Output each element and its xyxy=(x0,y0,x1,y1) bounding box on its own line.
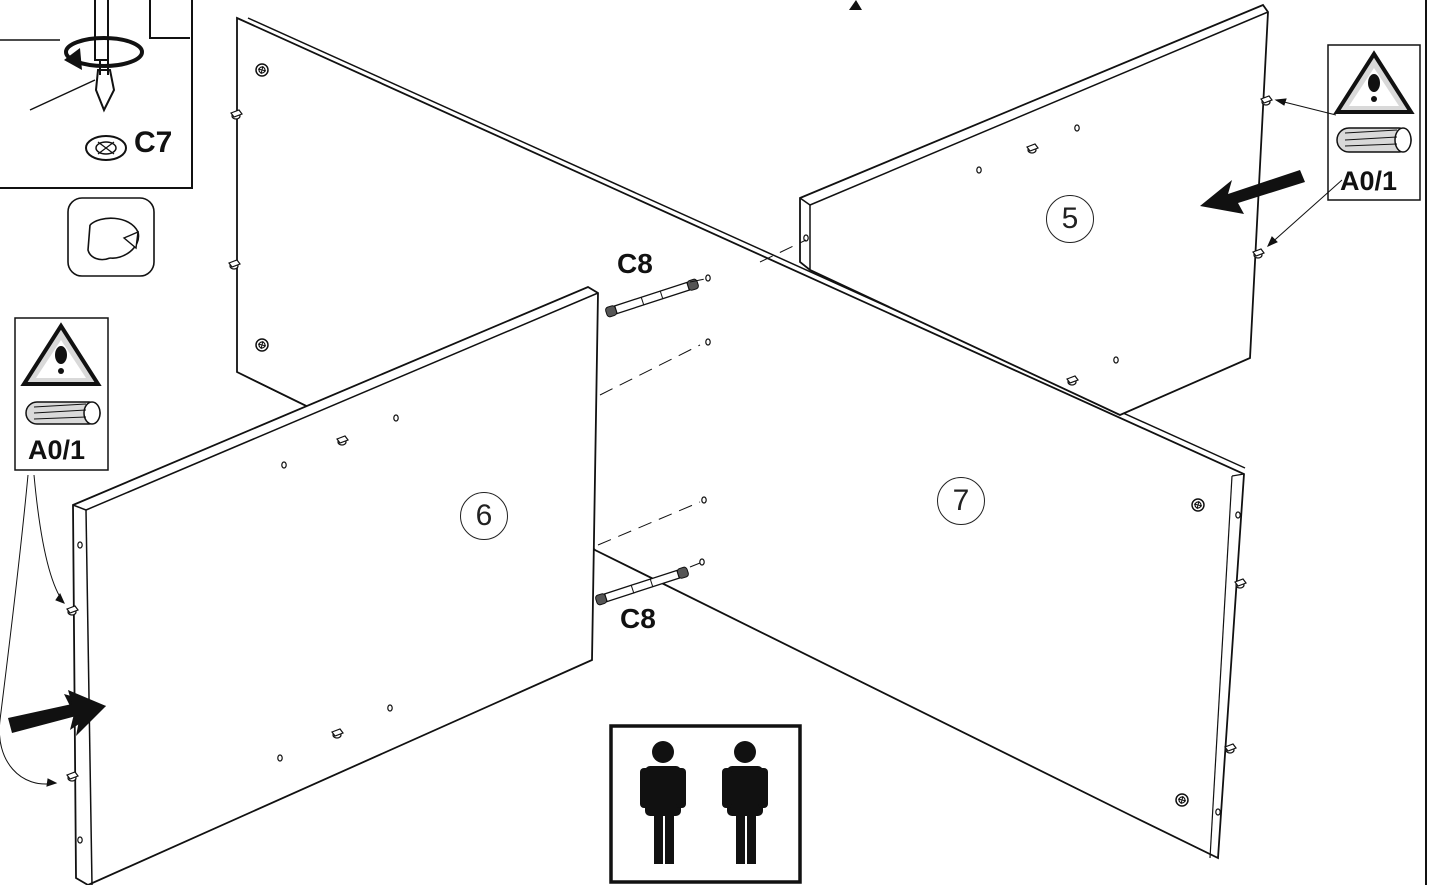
dowel-part-label-bottom: C8 xyxy=(620,603,656,634)
screwdriver-icon xyxy=(94,0,190,61)
warning-triangle-icon xyxy=(1333,50,1415,114)
dowel-part-label-top: C8 xyxy=(617,248,653,279)
push-arrow-right xyxy=(1200,170,1305,214)
arrow-marker-top xyxy=(849,0,862,10)
two-person-assembly-icon xyxy=(609,724,802,884)
warning-triangle-icon xyxy=(20,322,102,386)
panel-left-side xyxy=(72,285,599,885)
panel-number-5: 5 xyxy=(1046,195,1094,243)
alignment-lines xyxy=(597,239,807,568)
wooden-dowel-icon xyxy=(1336,127,1412,153)
wooden-dowel-icon xyxy=(25,401,101,425)
pin-part-label-right: A0/1 xyxy=(1340,166,1398,196)
warning-box-right xyxy=(1327,44,1421,201)
push-arrow-left xyxy=(8,690,106,736)
panel-right-side xyxy=(799,3,1269,416)
leader-lines xyxy=(0,98,1343,787)
warning-box-left xyxy=(14,317,109,471)
rotate-clockwise-icon xyxy=(67,197,155,277)
screwdriver-inset xyxy=(0,0,193,189)
screw-part-label: C7 xyxy=(134,126,173,159)
panel-number-7: 7 xyxy=(937,477,985,525)
cam-lock-icon xyxy=(85,135,127,161)
pin-part-label-left: A0/1 xyxy=(28,435,86,465)
panel-number-6: 6 xyxy=(460,492,508,540)
